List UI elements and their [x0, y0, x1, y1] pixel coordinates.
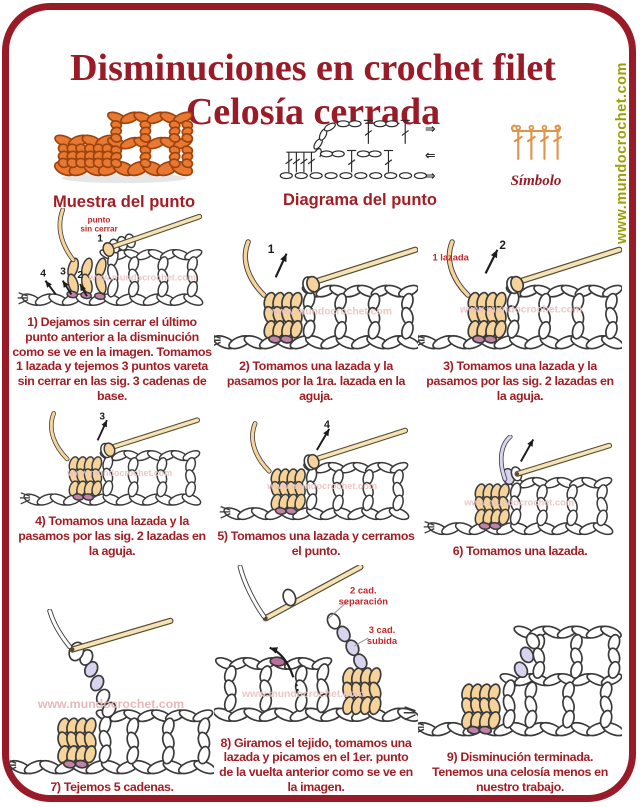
step-9: 9) Disminución terminada. Tenemos una ce…	[418, 565, 622, 801]
step-2: www.mundocrochet.com 1 2) Tomamos una la…	[214, 208, 418, 410]
decrease-symbol-caption: Símbolo	[510, 173, 562, 189]
step-6-illustration: www.mundocrochet.com	[423, 435, 614, 536]
watermark: www.mundocrochet.com	[269, 307, 392, 318]
watermark: www.mundocrochet.com	[66, 468, 172, 478]
step-9-illustration	[418, 625, 622, 737]
steps-grid: www.mundocrochet.com punto sin cerrar 1 …	[10, 208, 622, 801]
annotation-label: 2 cad.	[350, 586, 377, 596]
annotation-label: subida	[367, 636, 398, 646]
step-2-caption: 2) Tomamos una lazada y la pasamos por l…	[226, 359, 406, 404]
annotation-number: 3	[99, 411, 105, 422]
step-5: www.mundocrochet.com 4 5) Tomamos una la…	[214, 410, 418, 565]
step-3-caption: 3) Tomamos una lazada y la pasamos por l…	[426, 359, 614, 404]
stitch-diagram-caption: Diagrama del punto	[282, 191, 438, 209]
watermark: www.mundocrochet.com	[88, 273, 196, 283]
annotation-number: 2	[499, 238, 506, 252]
stitch-sample-caption: Muestra del punto	[52, 193, 196, 211]
step-2-illustration: www.mundocrochet.com 1	[214, 239, 418, 350]
step-4-illustration: www.mundocrochet.com 3	[19, 411, 202, 506]
stitch-diagram-block: ⇒ ⇐ ⇒ Diagrama del punto	[258, 112, 462, 210]
step-1-illustration: www.mundocrochet.com punto sin cerrar 1 …	[17, 208, 204, 306]
step-5-illustration: www.mundocrochet.com 4	[219, 420, 410, 521]
annotation-label: punto	[88, 216, 111, 225]
step-5-caption: 5) Tomamos una lazada y cerramos el punt…	[217, 529, 415, 559]
annotation-number: 1	[97, 234, 103, 245]
annotation-label: separación	[339, 596, 389, 606]
stitch-sample-image	[53, 111, 194, 184]
step-8-illustration: www.mundocrochet.com 2 cad. separación 3…	[214, 565, 418, 722]
page-title: Disminuciones en crochet filet Celosía c…	[34, 47, 592, 134]
page-title-line2: Celosía cerrada	[185, 90, 441, 133]
svg-text:⇒: ⇒	[425, 121, 436, 136]
step-6-caption: 6) Tomamos una lazada.	[452, 544, 588, 559]
annotation-number: 1	[268, 242, 275, 256]
watermark: www.mundocrochet.com	[459, 305, 582, 316]
step-7-illustration: www.mundocrochet.com	[10, 609, 214, 775]
decrease-symbol-block: Símbolo	[498, 120, 574, 190]
annotation-number: 2	[77, 270, 83, 281]
stitch-diagram: ⇒ ⇐ ⇒	[279, 119, 436, 183]
svg-text:⇒: ⇒	[425, 168, 436, 183]
step-8-caption: 8) Giramos el tejido, tomamos una lazada…	[219, 735, 413, 795]
annotation-label: 3 cad.	[369, 625, 396, 635]
step-9-caption: 9) Disminución terminada. Tenemos una ce…	[432, 750, 608, 795]
step-4-caption: 4) Tomamos una lazada y la pasamos por l…	[18, 514, 206, 559]
annotation-number: 3	[60, 267, 66, 278]
page-title-line1: Disminuciones en crochet filet	[70, 47, 556, 90]
step-1: www.mundocrochet.com punto sin cerrar 1 …	[10, 208, 214, 410]
watermark: www.mundocrochet.com	[463, 498, 574, 508]
watermark: www.mundocrochet.com	[37, 697, 184, 711]
step-1-caption: 1) Dejamos sin cerrar el último punto an…	[12, 314, 212, 404]
step-8: www.mundocrochet.com 2 cad. separación 3…	[214, 565, 418, 801]
annotation-label: sin cerrar	[80, 224, 118, 233]
stitch-sample-block: Muestra del punto	[48, 110, 200, 212]
annotation-number: 4	[40, 268, 46, 279]
watermark: www.mundocrochet.com	[241, 689, 364, 700]
step-3: www.mundocrochet.com 1 lazada 2 3) Tomam…	[418, 208, 622, 410]
decrease-symbol-icon	[511, 124, 563, 160]
annotation-label: 1 lazada	[432, 253, 469, 263]
step-4: www.mundocrochet.com 3 4) Tomamos una la…	[10, 410, 214, 565]
step-6: www.mundocrochet.com 6) Tomamos una laza…	[418, 410, 622, 565]
watermark: www.mundocrochet.com	[266, 481, 377, 491]
step-3-illustration: www.mundocrochet.com 1 lazada 2	[418, 238, 622, 350]
step-7: www.mundocrochet.com 7) Tejemos 5 cadena…	[10, 565, 214, 801]
svg-text:⇐: ⇐	[425, 148, 436, 163]
step-7-caption: 7) Tejemos 5 cadenas.	[50, 780, 174, 795]
annotation-number: 4	[324, 420, 330, 431]
